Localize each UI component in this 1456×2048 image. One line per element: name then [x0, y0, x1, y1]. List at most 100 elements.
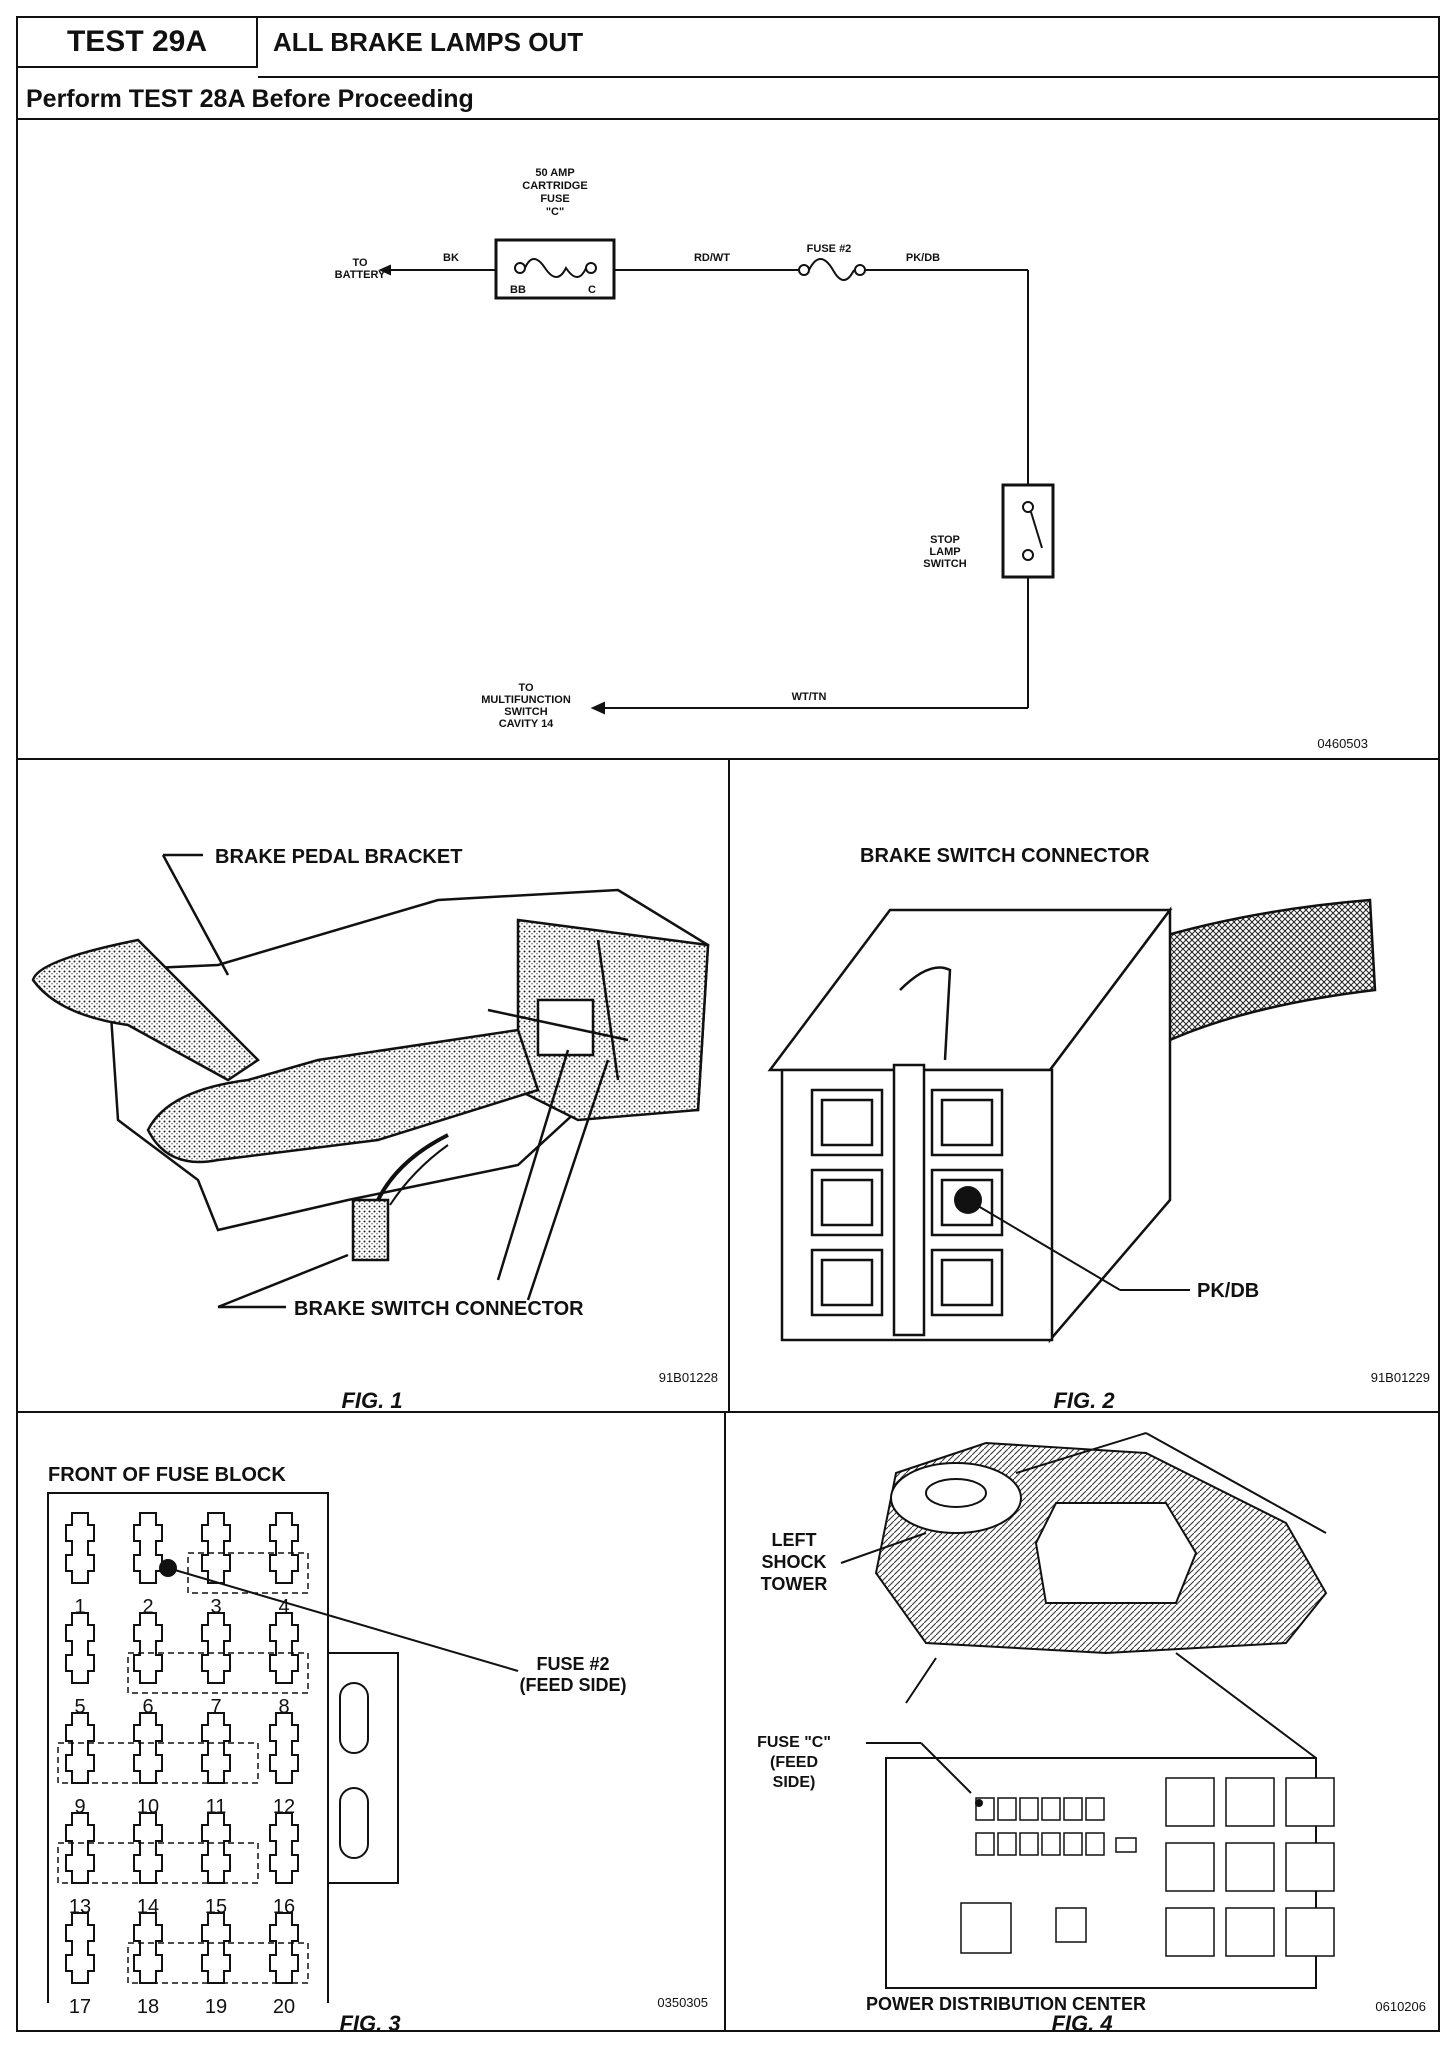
- fuse-cavity: [269, 1812, 299, 1884]
- fuse2-callout-line1: FUSE #2: [536, 1654, 609, 1674]
- fuse-cavity: [133, 1712, 163, 1784]
- header-divider: [258, 76, 1438, 78]
- relay: [1225, 1842, 1275, 1892]
- fuse-cavity: [65, 1912, 95, 1984]
- diagnostic-page: TEST 29A ALL BRAKE LAMPS OUT Perform TES…: [16, 16, 1440, 2036]
- fuse-cavity: [133, 1612, 163, 1684]
- cartridge-fuse: [1085, 1832, 1105, 1856]
- cartridge-fuse: [1019, 1797, 1039, 1821]
- cartridge-fuse: [1041, 1832, 1061, 1856]
- fuse-number: 8: [278, 1696, 289, 1718]
- fig3-caption: FIG. 3: [339, 2011, 400, 2036]
- wire-pkdb-label: PK/DB: [906, 252, 940, 264]
- fig2-code: 91B01229: [1371, 1370, 1430, 1385]
- fuse-link-outline: [187, 1552, 309, 1594]
- fuse-c-label-line2: CARTRIDGE: [522, 180, 587, 192]
- to-multifunction-line2: MULTIFUNCTION: [481, 694, 571, 706]
- fuse-number: 7: [210, 1696, 221, 1718]
- fuse-link-outline: [57, 1842, 259, 1884]
- fuse-number: 6: [142, 1696, 153, 1718]
- fuse-number: 3: [210, 1596, 221, 1618]
- cartridge-fuse: [1085, 1797, 1105, 1821]
- fuse-number: 5: [74, 1696, 85, 1718]
- fig1-fig2-divider: [728, 758, 730, 1411]
- connector-drawing: [767, 898, 1377, 1344]
- wire-bk-label: BK: [443, 252, 459, 264]
- fuse-number: 18: [137, 1996, 159, 2018]
- fuse-cavity: [65, 1612, 95, 1684]
- relay: [1165, 1907, 1215, 1957]
- fig1-brake-pedal-bracket: BRAKE PEDAL BRACKET BRAKE SWITCH CONNECT…: [31, 846, 718, 1413]
- fuse-link-outline: [57, 1742, 259, 1784]
- relay: [1285, 1777, 1335, 1827]
- wire-rdwt-label: RD/WT: [694, 252, 730, 264]
- fuse-c-label-line4: "C": [546, 206, 564, 218]
- cartridge-fuse: [1019, 1832, 1039, 1856]
- to-multifunction-line1: TO: [518, 682, 534, 694]
- fuse-cavity: [133, 1812, 163, 1884]
- fuse-number: 9: [74, 1796, 85, 1818]
- relay: [1225, 1907, 1275, 1957]
- engine-bay-drawing: [874, 1432, 1328, 1989]
- relay: [1225, 1777, 1275, 1827]
- pdc-fuse-tag: [1115, 1837, 1137, 1853]
- relay: [1285, 1907, 1335, 1957]
- fuse-cavity: [65, 1512, 95, 1584]
- cartridge-fuse: [975, 1832, 995, 1856]
- fuse-cavity: [269, 1912, 299, 1984]
- fuse-link-outline: [127, 1942, 309, 1984]
- fuse-c-label-line3: FUSE: [540, 193, 569, 205]
- pdc-grid: [960, 1777, 1335, 1957]
- fuse-number: 4: [278, 1596, 289, 1618]
- fuse-number: 19: [205, 1996, 227, 2018]
- fuse-number: 1: [74, 1596, 85, 1618]
- fuse-cavity: [201, 1712, 231, 1784]
- fuse-cavity: [65, 1712, 95, 1784]
- cartridge-fuse: [1063, 1832, 1083, 1856]
- schematic-code: 0460503: [1317, 736, 1368, 751]
- brake-pedal-bracket-label: BRAKE PEDAL BRACKET: [215, 846, 462, 868]
- fig3-fig4-divider: [724, 1411, 726, 2032]
- brake-switch-connector-label: BRAKE SWITCH CONNECTOR: [294, 1298, 584, 1320]
- shock-tower-line2: SHOCK: [761, 1552, 826, 1572]
- relay: [1165, 1777, 1215, 1827]
- stop-lamp-switch-line2: LAMP: [929, 546, 960, 558]
- fig1-caption: FIG. 1: [341, 1388, 402, 1413]
- test-prerequisite: Perform TEST 28A Before Proceeding: [26, 85, 474, 113]
- fuse-c-callout-line2: (FEED: [770, 1754, 818, 1771]
- fuse-cavity: [65, 1812, 95, 1884]
- fuse-c-callout-line1: FUSE "C": [757, 1734, 831, 1751]
- fuse-c-feed-dot: [975, 1799, 983, 1807]
- relay: [1165, 1842, 1215, 1892]
- stop-lamp-switch-line3: SWITCH: [923, 558, 966, 570]
- fig2-title: BRAKE SWITCH CONNECTOR: [860, 845, 1150, 867]
- fig2-caption: FIG. 2: [1053, 1388, 1115, 1413]
- fuse2-callout-line2: (FEED SIDE): [519, 1675, 626, 1695]
- fuse-c-label-line1: 50 AMP: [535, 167, 574, 179]
- fuse-cavity: [133, 1512, 163, 1584]
- fig1-code: 91B01228: [659, 1370, 718, 1385]
- fig4-caption: FIG. 4: [1051, 2011, 1112, 2036]
- to-battery-line1: TO: [352, 257, 368, 269]
- wire-wttn-label: WT/TN: [792, 691, 827, 703]
- fuse-number: 2: [142, 1596, 153, 1618]
- fig4-code: 0610206: [1375, 1999, 1426, 2014]
- to-battery-line2: BATTERY: [335, 269, 386, 281]
- fuse-cavity: [201, 1512, 231, 1584]
- fig3-code: 0350305: [657, 1995, 708, 2010]
- fuse-cavity: [133, 1912, 163, 1984]
- fuse-cavity: [269, 1512, 299, 1584]
- fuse-link-outline: [127, 1652, 309, 1694]
- fuse-c-right-pin: C: [588, 284, 596, 296]
- test-id: TEST 29A: [18, 18, 258, 68]
- fig3-title: FRONT OF FUSE BLOCK: [48, 1464, 286, 1486]
- pkdb-label: PK/DB: [1197, 1280, 1259, 1302]
- fuse-c-callout-line3: SIDE): [773, 1774, 816, 1791]
- fuse-number: 20: [273, 1996, 295, 2018]
- fuse2-label: FUSE #2: [807, 243, 852, 255]
- cartridge-fuse: [1063, 1797, 1083, 1821]
- relay: [960, 1902, 1012, 1954]
- fuse-c-label: 50 AMP CARTRIDGE FUSE "C": [522, 167, 587, 218]
